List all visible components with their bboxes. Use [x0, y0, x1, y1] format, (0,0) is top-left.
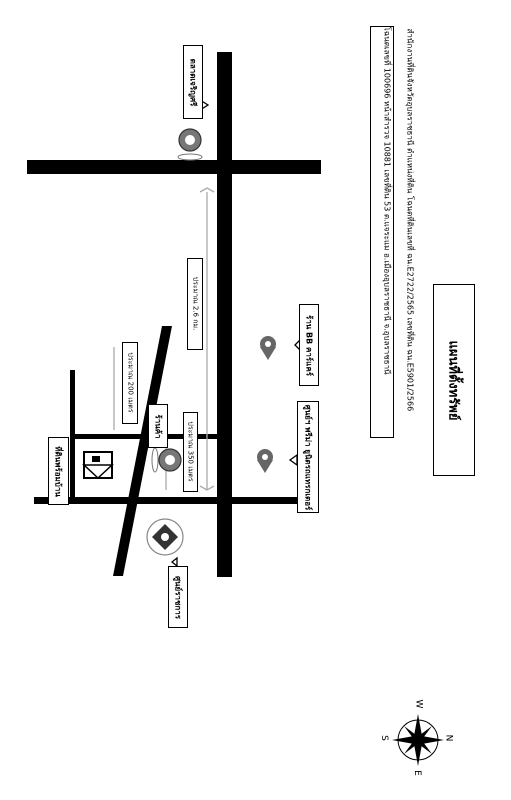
compass-rose [392, 714, 444, 766]
pin-garage [257, 449, 273, 473]
title-box [433, 284, 475, 476]
pin-bb [260, 336, 276, 360]
house-icon [82, 451, 114, 480]
side-road-vertical [70, 370, 75, 501]
compass-s-label: S [378, 735, 389, 741]
distance-box-3 [183, 412, 198, 492]
market-label: ตลาดเจริญศรี [188, 58, 198, 107]
main-road [217, 52, 232, 577]
deed-info-line1: สำนักงานที่ดินจังหวัดอุบลราชธานี ตำแหน่ง… [405, 28, 415, 412]
shop-bb-label: ร้าน BB คาร์แคร์ [304, 315, 314, 376]
compass-w-label: W [413, 699, 424, 709]
garage-label: ศูนย์ฯ พรีม่า ยูนิตรถแทรกเตอร์ [303, 404, 313, 511]
diagonal-road [113, 326, 172, 576]
property-label: ที่ดินพร้อมบ้าน [53, 446, 63, 497]
cross-road-bottom [34, 497, 298, 504]
temple-icon [146, 518, 184, 556]
shop-bb-callout [299, 304, 319, 386]
garage-callout [297, 401, 319, 513]
compass-n-label: N [443, 734, 454, 742]
road-network [27, 52, 321, 577]
distance-box-1 [187, 258, 203, 350]
distance-label-3: ประมาณ 350 เมตร [186, 421, 195, 482]
distance-box-2 [122, 342, 138, 424]
distance-label-2: ประมาณ 200 เมตร [126, 352, 135, 413]
distance-label-1: ประมาณ 2.6 กม. [191, 276, 200, 331]
callout-arrows [170, 98, 301, 568]
shop-callout [148, 404, 168, 448]
shop-label: ร้านค้า [153, 414, 163, 439]
cross-road-top [27, 160, 321, 174]
deed-info-line2: โฉนดเลขที่ 100696 หน้าสำรวจ 10881 เลขที่… [382, 26, 392, 375]
pin-shop [151, 447, 182, 473]
temple-label: ศูนย์ราชการ [173, 575, 183, 620]
main-road-label: ถนน 231 [224, 300, 233, 331]
pin-market [177, 128, 203, 161]
temple-callout [168, 566, 188, 628]
property-callout [48, 437, 69, 505]
compass-e-label: E [411, 770, 422, 776]
market-callout [183, 45, 203, 119]
deed-info-box [370, 26, 394, 438]
cross-road-label: แยกแจระแม [224, 136, 233, 175]
page-title: แผนที่ตั้งทรัพย์ [445, 340, 461, 421]
